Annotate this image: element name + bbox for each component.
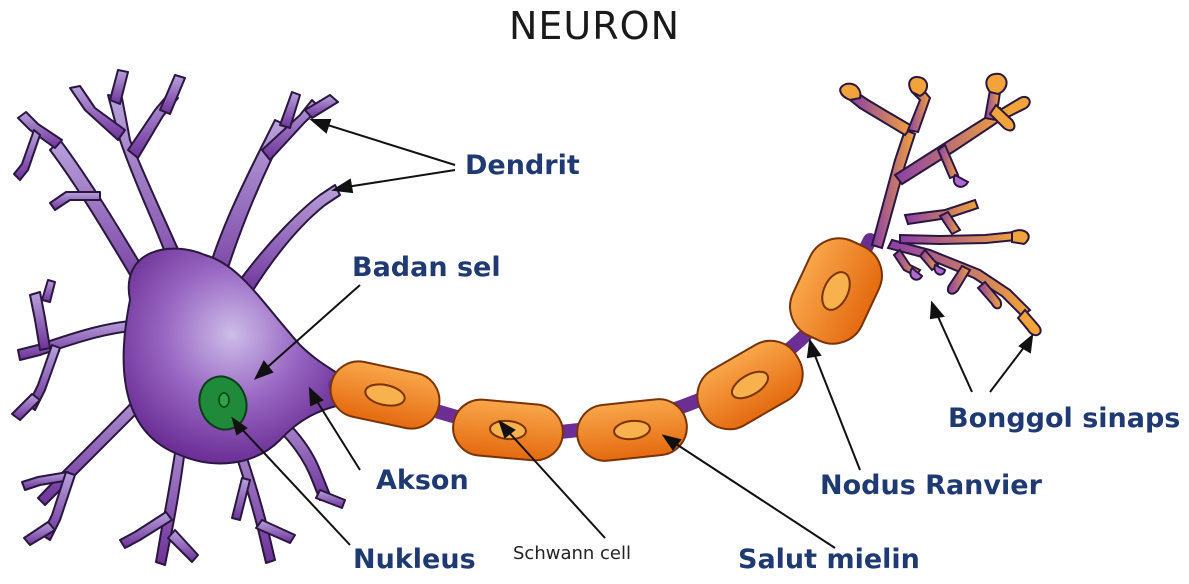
- label-schwann-cell: Schwann cell: [513, 543, 631, 564]
- myelin-segment: [574, 396, 689, 463]
- label-nukleus: Nukleus: [353, 544, 476, 575]
- label-dendrit: Dendrit: [465, 150, 580, 181]
- myelin-segment: [325, 356, 444, 434]
- label-bonggol-sinaps: Bonggol sinaps: [948, 403, 1180, 434]
- label-badan-sel: Badan sel: [352, 252, 501, 283]
- label-akson: Akson: [376, 465, 469, 496]
- diagram-title: NEURON: [0, 4, 1189, 48]
- label-salut-mielin: Salut mielin: [738, 544, 920, 575]
- cell-body: [124, 249, 340, 464]
- label-nodus-ranvier: Nodus Ranvier: [820, 470, 1042, 501]
